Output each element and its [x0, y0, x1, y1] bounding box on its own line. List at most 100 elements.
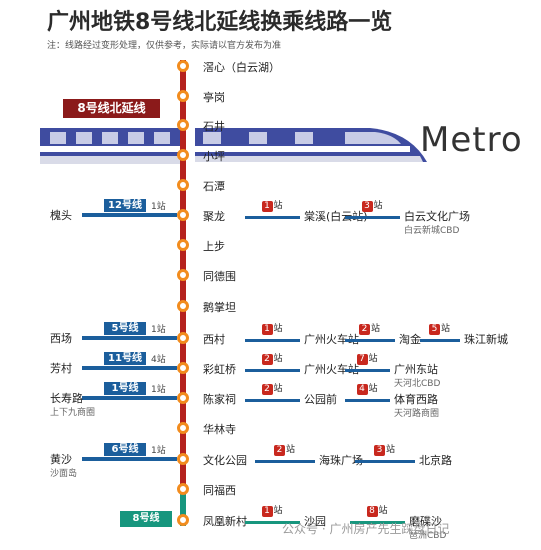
segment-destination: 公园前 — [304, 393, 337, 406]
station-dot — [177, 209, 189, 221]
segment-stop-unit: 站 — [273, 506, 283, 516]
segment-stop-unit: 站 — [378, 506, 388, 516]
page-title: 广州地铁8号线北延线换乘线路一览 — [47, 10, 393, 35]
segment-destination: 沙园 — [304, 515, 326, 528]
segment-bar — [245, 369, 300, 372]
segment-destination: 体育西路 — [394, 393, 438, 406]
segment-stop-unit: 站 — [273, 201, 283, 211]
segment-stop-unit: 站 — [373, 201, 383, 211]
transfer-destination: 西场 — [50, 332, 72, 345]
transfer-stop-count: 1站 — [151, 325, 166, 335]
transfer-line-bar — [82, 366, 177, 370]
segment-stop-number: 1 — [261, 201, 273, 212]
segment-stop-unit: 站 — [273, 324, 283, 334]
metro-logo-text: Metro — [420, 120, 523, 160]
station-dot — [177, 422, 189, 434]
station-name: 石潭 — [203, 180, 225, 193]
segment-stop-number: 4 — [356, 384, 368, 395]
station-name: 聚龙 — [203, 210, 225, 223]
station-dot — [177, 300, 189, 312]
train-illustration-left — [40, 128, 180, 164]
transfer-stop-count: 1站 — [151, 446, 166, 456]
transfer-stop-count: 4站 — [151, 355, 166, 365]
transfer-destination: 槐头 — [50, 209, 72, 222]
segment-bar — [245, 339, 300, 342]
line-8-trunk — [180, 490, 186, 526]
transfer-line-label: 12号线 — [104, 199, 146, 212]
transfer-line-label: 11号线 — [104, 352, 146, 365]
station-dot — [177, 392, 189, 404]
station-name: 彩虹桥 — [203, 363, 236, 376]
segment-bar — [345, 216, 400, 219]
segment-destination: 广州东站 — [394, 363, 438, 376]
station-dot — [177, 239, 189, 251]
transfer-line-bar — [82, 336, 177, 340]
segment-stop-number: 3 — [374, 445, 385, 456]
transfer-destination: 黄沙 — [50, 453, 72, 466]
segment-destination: 棠溪(白云站) — [304, 210, 368, 223]
segment-bar — [355, 460, 415, 463]
segment-stop-unit: 站 — [368, 384, 378, 394]
segment-bar — [345, 369, 390, 372]
segment-destination: 淘金 — [399, 333, 421, 346]
disclaimer-note: 注：线路经过变形处理，仅供参考，实际请以官方发布为准 — [47, 41, 282, 51]
segment-stop-unit: 站 — [368, 354, 378, 364]
station-dot — [177, 60, 189, 72]
segment-destination: 白云文化广场 — [404, 210, 470, 223]
segment-destination-sub: 天河北CBD — [394, 379, 441, 389]
segment-stop-number: 1 — [261, 506, 273, 517]
station-dot — [177, 179, 189, 191]
transfer-destination: 芳村 — [50, 362, 72, 375]
segment-destination-sub: 天河路商圈 — [394, 409, 440, 419]
segment-bar — [245, 521, 300, 524]
line-8-badge: 8号线 — [120, 511, 172, 527]
transfer-destination: 长寿路 — [50, 392, 83, 405]
station-name: 石井 — [203, 120, 225, 133]
segment-destination: 海珠广场 — [319, 454, 363, 467]
station-dot — [177, 119, 189, 131]
segment-bar — [255, 460, 315, 463]
station-name: 同福西 — [203, 484, 236, 497]
station-name: 同德围 — [203, 270, 236, 283]
transfer-destination-sub: 沙面岛 — [50, 469, 78, 479]
station-dot — [177, 514, 189, 526]
transfer-line-bar — [82, 457, 177, 461]
segment-stop-unit: 站 — [273, 354, 283, 364]
segment-bar — [350, 521, 405, 524]
segment-stop-number: 7 — [356, 354, 368, 365]
segment-destination: 磨碟沙 — [409, 515, 442, 528]
segment-destination: 珠江新城 — [464, 333, 508, 346]
segment-stop-number: 8 — [366, 506, 378, 517]
segment-destination: 广州火车站 — [304, 333, 359, 346]
segment-destination-sub: 白云新城CBD — [404, 226, 460, 236]
segment-stop-number: 2 — [261, 384, 273, 395]
segment-destination: 北京路 — [419, 454, 452, 467]
train-illustration-right — [195, 128, 427, 162]
station-name: 文化公园 — [203, 454, 247, 467]
segment-stop-unit: 站 — [273, 384, 283, 394]
transfer-stop-count: 1站 — [151, 385, 166, 395]
segment-bar — [345, 399, 390, 402]
segment-stop-number: 2 — [261, 354, 273, 365]
segment-bar — [245, 216, 300, 219]
segment-stop-number: 5 — [429, 324, 440, 335]
segment-bar — [345, 339, 395, 342]
station-name: 上步 — [203, 240, 225, 253]
station-name: 凤凰新村 — [203, 515, 247, 528]
station-name: 陈家祠 — [203, 393, 236, 406]
segment-stop-number: 2 — [359, 324, 370, 335]
segment-stop-unit: 站 — [371, 324, 381, 334]
watermark-text: 公众号 · 广州房产先生踩盘日记 — [282, 522, 450, 536]
station-name: 西村 — [203, 333, 225, 346]
